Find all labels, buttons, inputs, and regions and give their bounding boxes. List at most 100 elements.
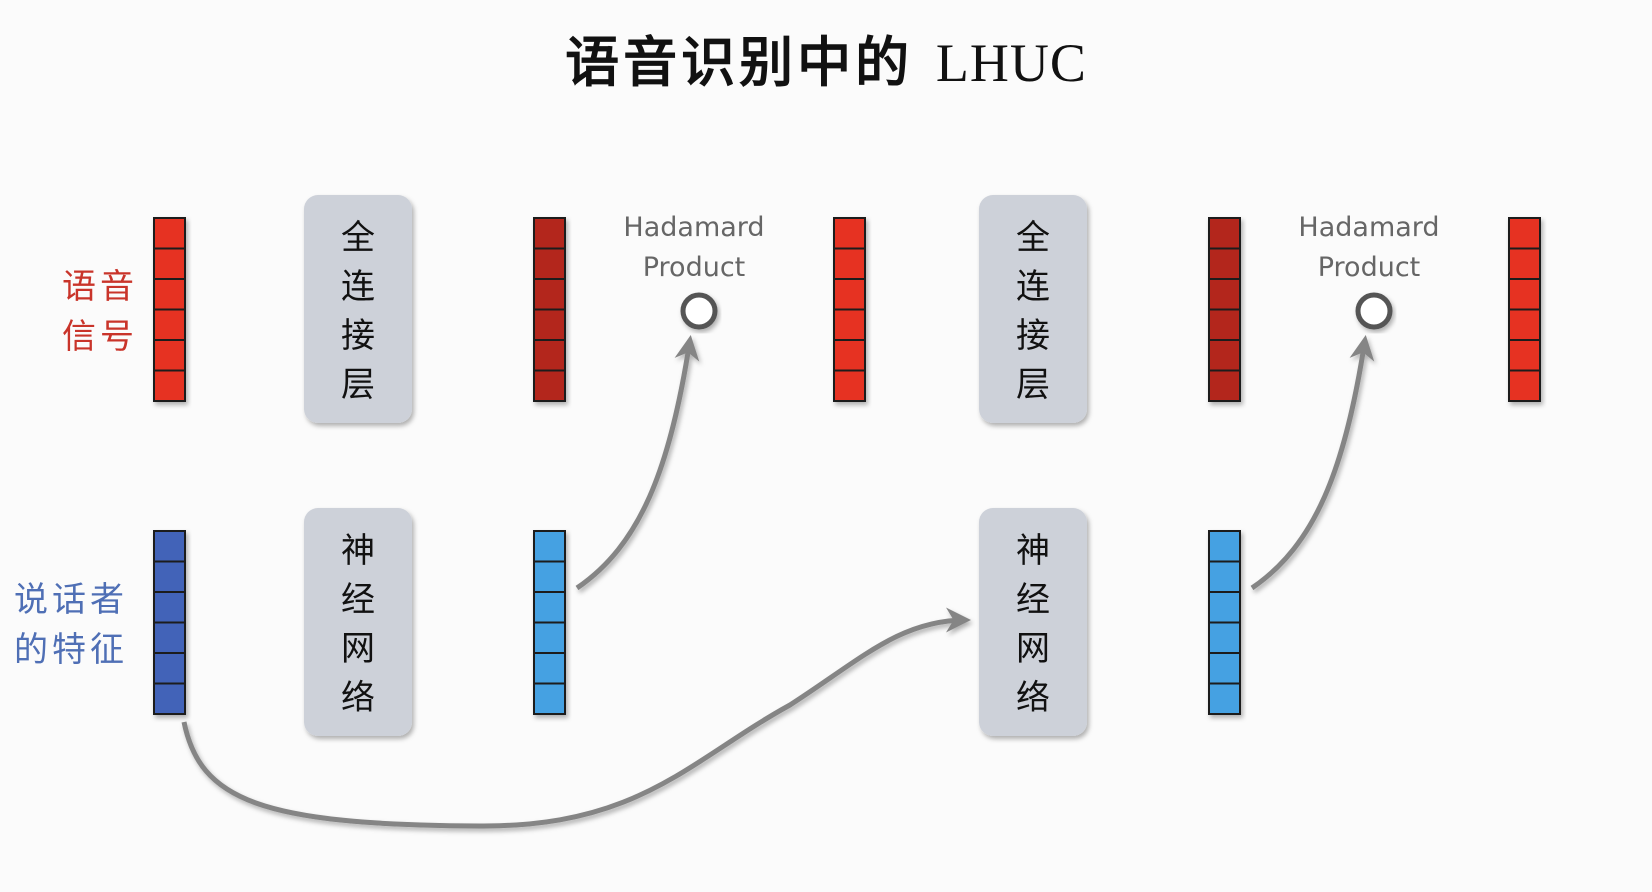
block-char: 层 [1016,365,1050,405]
vector-cell [153,339,186,372]
block-char: 络 [1016,678,1050,718]
vector-cell [153,560,186,593]
vector-cell [1508,339,1541,372]
vector-cell [1508,247,1541,280]
speaker-features-label: 说话者 的特征 [14,575,128,675]
block-char: 全 [341,218,375,258]
block-char: 神 [341,531,375,571]
vector-cell [1208,621,1241,654]
vector-cell [153,591,186,624]
vector-cell [533,682,566,715]
vector-cell [533,369,566,402]
vector-cell [153,369,186,402]
hadamard1-output-vector [833,217,866,402]
title-latin: LHUC [935,33,1087,93]
block-char: 接 [1016,316,1050,356]
hadamard-label-line1: Hadamard [1298,212,1439,243]
nn2-output-vector [1208,530,1241,715]
block-char: 连 [1016,267,1050,307]
vector-cell [533,308,566,341]
block-char: 神 [1016,531,1050,571]
vector-cell [1508,308,1541,341]
speech-signal-label-line2: 信号 [62,317,138,357]
vector-cell [1208,530,1241,563]
vector-cell [533,560,566,593]
diagram-title: 语音识别中的 LHUC [0,18,1652,97]
block-background [979,508,1087,736]
vector-cell [1508,278,1541,311]
hadamard-circle-icon [680,292,718,330]
block-char: 层 [341,365,375,405]
title-cjk: 语音识别中的 [565,30,914,94]
vector-cell [1208,560,1241,593]
block-char: 经 [1016,580,1050,620]
block-background [979,195,1087,423]
vector-cell [1208,308,1241,341]
block-char: 网 [341,629,375,669]
vector-cell [1508,217,1541,250]
vector-cell [153,217,186,250]
hadamard-label-line2: Product [1318,252,1421,283]
block-char: 网 [1016,629,1050,669]
vector-cell [533,591,566,624]
vector-cell [1508,369,1541,402]
vector-cell [1208,339,1241,372]
vector-cell [153,652,186,685]
block-background [304,508,412,736]
vector-cell [533,339,566,372]
speech-input-vector [153,217,186,402]
speaker-features-label-line1: 说话者 [14,580,128,620]
vector-cell [153,621,186,654]
nn2-to-hadamard2-arrow [1250,335,1375,591]
vector-cell [833,247,866,280]
hadamard-label-line2: Product [643,252,746,283]
vector-cell [1208,278,1241,311]
final-output-vector [1508,217,1541,402]
vector-cell [1208,369,1241,402]
vector-cell [833,308,866,341]
block-char: 络 [341,678,375,718]
vector-cell [1208,682,1241,715]
block-char: 连 [341,267,375,307]
vector-cell [153,247,186,280]
block-char: 接 [341,316,375,356]
vector-cell [533,621,566,654]
vector-cell [833,369,866,402]
block-background [304,195,412,423]
fc2-output-vector [1208,217,1241,402]
vector-cell [153,278,186,311]
vector-cell [533,530,566,563]
vector-cell [1208,247,1241,280]
nn1-output-vector [533,530,566,715]
fc1-output-vector [533,217,566,402]
hadamard-circle-icon [1355,292,1393,330]
vector-cell [153,308,186,341]
speaker-features-label-line2: 的特征 [14,630,128,670]
nn1-to-hadamard1-arrow [575,335,700,591]
speaker-input-vector [153,530,186,715]
vector-cell [1208,652,1241,685]
vector-cell [833,339,866,372]
vector-cell [833,217,866,250]
block-char: 全 [1016,218,1050,258]
vector-cell [533,247,566,280]
vector-cell [153,682,186,715]
vector-cell [533,652,566,685]
speech-signal-label: 语音 信号 [62,262,138,362]
vector-cell [833,278,866,311]
hadamard-label-line1: Hadamard [623,212,764,243]
speech-signal-label-line1: 语音 [62,267,138,307]
speaker-to-nn2-arrow [181,607,971,829]
vector-cell [1208,217,1241,250]
vector-cell [153,530,186,563]
vector-cell [533,217,566,250]
block-char: 经 [341,580,375,620]
vector-cell [1208,591,1241,624]
